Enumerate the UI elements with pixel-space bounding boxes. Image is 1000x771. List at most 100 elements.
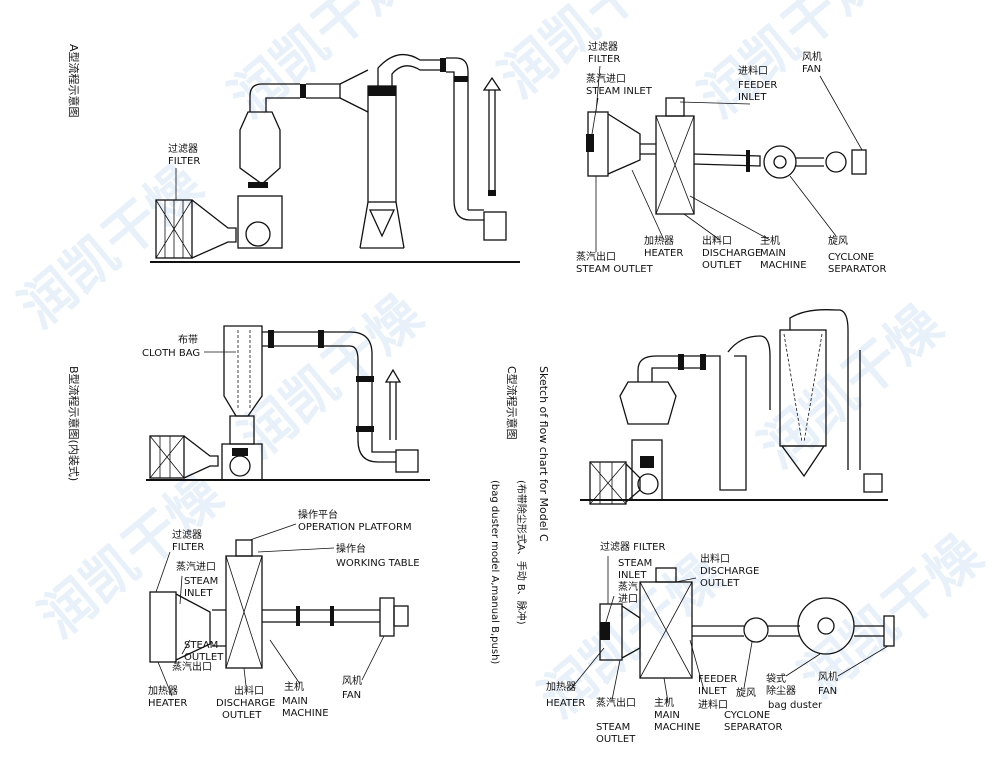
sc-steam-inlet-cn1: 蒸汽 <box>618 580 638 593</box>
sa-filter-cn: 过滤器 <box>588 40 618 53</box>
sb-steam-outlet-cn: 蒸汽出口 <box>172 660 212 673</box>
sc-cyclone-cn: 旋风 <box>736 686 756 699</box>
platform <box>235 539 253 557</box>
sa-steam-inlet-en: STEAM INLET <box>586 86 653 97</box>
duct <box>249 83 300 112</box>
duct <box>768 625 800 637</box>
duct <box>637 355 700 382</box>
fan <box>379 597 395 637</box>
sa-heater-en: HEATER <box>644 248 683 259</box>
sb-fan-cn: 风机 <box>342 674 362 687</box>
cyclone <box>743 617 769 643</box>
flange <box>746 150 750 172</box>
sb-steam-inlet-en2: INLET <box>184 588 213 599</box>
filter-box <box>149 435 185 479</box>
duct <box>692 625 744 637</box>
sketch-b-leaders <box>155 523 385 697</box>
sb-main-en1: MAIN <box>282 696 308 707</box>
sb-discharge-cn: 出料口 <box>234 684 264 697</box>
duct <box>640 143 761 167</box>
sketch-a-drawing <box>586 97 867 215</box>
sketch-c-drawing <box>599 567 895 679</box>
sb-fan-en: FAN <box>342 690 361 701</box>
flange <box>488 190 496 196</box>
main-machine-body <box>239 111 281 185</box>
sketch-c-leaders <box>569 556 889 703</box>
sb-filter-en: FILTER <box>172 542 204 553</box>
main-machine-wheel <box>245 221 271 247</box>
sc-main-en2: MACHINE <box>654 722 701 733</box>
sc-steam-inlet-en1: STEAM <box>618 558 652 569</box>
flange <box>640 456 654 468</box>
duct <box>789 309 861 470</box>
sa-steam-outlet-cn: 蒸汽出口 <box>576 250 616 263</box>
sc-heater-cn: 加热器 <box>546 680 576 693</box>
main-machine-base <box>237 195 283 249</box>
sa-steam-inlet-cn: 蒸汽进口 <box>586 72 626 85</box>
sa-fan-cn: 风机 <box>802 50 822 63</box>
flange <box>318 330 324 348</box>
flange <box>700 354 706 370</box>
cyclone <box>706 355 747 491</box>
diagram-a-title: A型流程示意图 <box>67 44 81 118</box>
sb-platform-en: OPERATION PLATFORM <box>298 522 412 533</box>
main-machine-cross <box>225 555 263 669</box>
sb-discharge-en1: DISCHARGE <box>216 698 275 709</box>
flange <box>248 182 268 188</box>
fan-motor <box>851 149 867 175</box>
sb-steam-inlet-cn: 蒸汽进口 <box>176 560 216 573</box>
filter-mesh <box>149 435 185 479</box>
cloth-bag <box>237 330 251 410</box>
duct <box>339 69 369 113</box>
diagram-c-drawing <box>580 309 888 505</box>
filter-mesh <box>589 461 627 505</box>
sc-main-en1: MAIN <box>654 710 680 721</box>
sa-discharge-en1: DISCHARGE <box>702 248 761 259</box>
sc-feeder-en2: INLET <box>698 686 727 697</box>
flange <box>232 448 248 456</box>
main-machine-wheel <box>229 455 251 477</box>
sc-steam-outlet-en2: OUTLET <box>596 734 636 745</box>
flange <box>678 354 684 370</box>
sketch-a-leaders <box>591 65 863 252</box>
fan-motor <box>393 605 409 627</box>
watermark-text: 润凯干燥 <box>218 0 425 130</box>
sb-filter-cn: 过滤器 <box>172 528 202 541</box>
duct-arch <box>727 335 771 410</box>
duct-arch <box>377 53 440 86</box>
watermark-text: 润凯干燥 <box>748 292 955 480</box>
flange <box>300 84 306 98</box>
duct <box>265 97 300 112</box>
sa-feeder-en2: INLET <box>738 92 767 103</box>
duct <box>854 625 884 637</box>
heater-transition <box>183 435 219 479</box>
diagram-c-title-en: Sketch of flow chart for Model C <box>537 366 550 542</box>
filter-box <box>589 461 627 505</box>
a-filter-label-en: FILTER <box>168 156 200 167</box>
flange <box>454 76 468 82</box>
sa-discharge-cn: 出料口 <box>702 234 732 247</box>
sc-discharge-en1: DISCHARGE <box>700 566 759 577</box>
sc-main-cn: 主机 <box>654 696 674 709</box>
heater <box>175 593 211 661</box>
sc-discharge-en2: OUTLET <box>700 578 740 589</box>
duct <box>262 609 380 623</box>
sa-cyclone-cn: 旋风 <box>828 234 848 247</box>
bag-duster-inner <box>783 333 823 443</box>
vertical-duct <box>446 57 469 210</box>
sc-bag-cn2: 除尘器 <box>766 684 796 697</box>
sc-cyclone-en1: CYCLONE <box>724 710 770 721</box>
sa-steam-outlet-en: STEAM OUTLET <box>576 264 654 275</box>
duct <box>262 331 373 440</box>
heater-block <box>600 622 610 640</box>
sa-main-en1: MAIN <box>760 248 786 259</box>
sa-heater-cn: 加热器 <box>644 234 674 247</box>
exhaust-stack <box>384 368 402 440</box>
diagram-c-title-cn: C型流程示意图 <box>505 366 519 440</box>
sb-table-cn: 操作台 <box>336 542 366 555</box>
flange <box>356 376 374 382</box>
main-machine-cross <box>655 115 695 215</box>
flange <box>330 606 334 626</box>
